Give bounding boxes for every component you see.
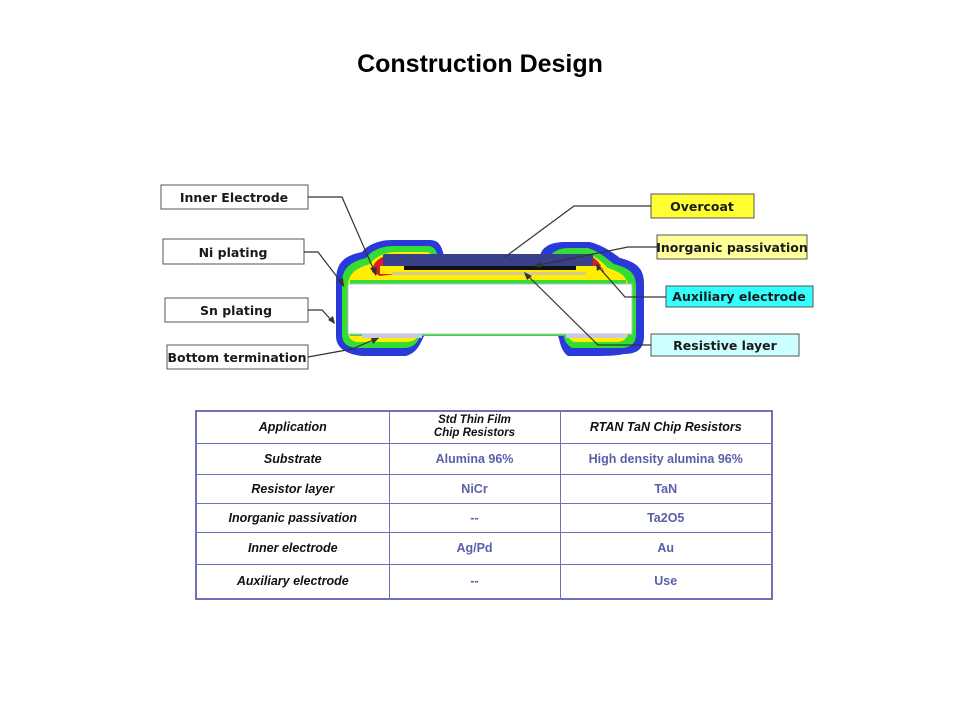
row-label: Auxiliary electrode — [195, 563, 390, 600]
arrow-auxiliary-electrode — [596, 263, 602, 271]
row-rtan-value: TaN — [559, 473, 773, 504]
label-inorganic-passivation: Inorganic passivation — [656, 240, 808, 255]
header-std-line1: Std Thin Film — [438, 414, 511, 427]
row-std-value: Alumina 96% — [388, 442, 561, 475]
bottom-termination — [362, 334, 422, 338]
page-title: Construction Design — [357, 50, 603, 78]
label-sn-plating: Sn plating — [200, 303, 272, 318]
leader-bottom-termination — [307, 337, 379, 358]
table-row: Inner electrode Ag/Pd Au — [195, 531, 773, 565]
header-std-line2: Chip Resistors — [433, 427, 516, 440]
row-label: Inner electrode — [195, 531, 390, 565]
leader-auxiliary-electrode — [595, 263, 666, 298]
overcoat-inner-line — [404, 266, 576, 270]
header-application: Application — [195, 410, 390, 444]
label-box-overcoat — [650, 193, 755, 219]
row-std-value: NiCr — [388, 473, 561, 504]
label-auxiliary-electrode: Auxiliary electrode — [672, 289, 805, 304]
label-inner-electrode: Inner Electrode — [180, 190, 288, 205]
arrow-bottom-termination — [371, 338, 379, 344]
table-row: Inorganic passivation -- Ta2O5 — [195, 502, 773, 533]
label-bottom-termination: Bottom termination — [167, 350, 306, 365]
label-box-inner-electrode — [160, 184, 309, 210]
arrow-ni-plating — [337, 278, 344, 287]
row-label: Resistor layer — [195, 473, 390, 504]
row-std-value: -- — [388, 502, 561, 533]
label-box-sn-plating — [164, 297, 309, 323]
leader-resistive-layer — [524, 272, 651, 346]
table-row: Auxiliary electrode -- Use — [195, 563, 773, 600]
leader-overcoat — [504, 205, 651, 258]
header-std-thin-film: Std Thin Film Chip Resistors — [388, 410, 561, 444]
leader-inorganic-passivation — [533, 246, 657, 267]
row-std-value: Ag/Pd — [388, 531, 561, 565]
chip-cross-section — [336, 240, 644, 356]
row-label: Substrate — [195, 442, 390, 475]
table-row: Resistor layer NiCr TaN — [195, 473, 773, 504]
comparison-table: Application Std Thin Film Chip Resistors… — [195, 410, 773, 600]
bottom-termination-right — [566, 334, 626, 338]
row-rtan-value: Use — [559, 563, 773, 600]
row-rtan-value: Ta2O5 — [559, 502, 773, 533]
row-label: Inorganic passivation — [195, 502, 390, 533]
arrow-inorganic-passivation — [533, 262, 541, 268]
substrate — [347, 283, 633, 335]
leader-arrowheads — [328, 262, 602, 344]
label-resistive-layer: Resistive layer — [673, 338, 777, 353]
row-rtan-value: Au — [559, 531, 773, 565]
label-box-ni-plating — [162, 238, 305, 265]
label-box-bottom-termination — [166, 344, 309, 370]
row-std-value: -- — [388, 563, 561, 600]
label-ni-plating: Ni plating — [199, 245, 268, 260]
arrow-inner-electrode — [370, 267, 377, 276]
header-rtan: RTAN TaN Chip Resistors — [559, 410, 773, 444]
arrow-sn-plating — [328, 316, 335, 324]
row-rtan-value: High density alumina 96% — [559, 442, 773, 475]
arrow-resistive-layer — [524, 272, 532, 280]
leader-ni-plating — [304, 251, 345, 287]
label-overcoat: Overcoat — [670, 199, 734, 214]
table-header-row: Application Std Thin Film Chip Resistors… — [195, 410, 773, 444]
resistive-layer — [392, 272, 586, 275]
leader-inner-electrode — [308, 196, 377, 276]
leader-lines — [304, 196, 666, 358]
table-row: Substrate Alumina 96% High density alumi… — [195, 442, 773, 475]
